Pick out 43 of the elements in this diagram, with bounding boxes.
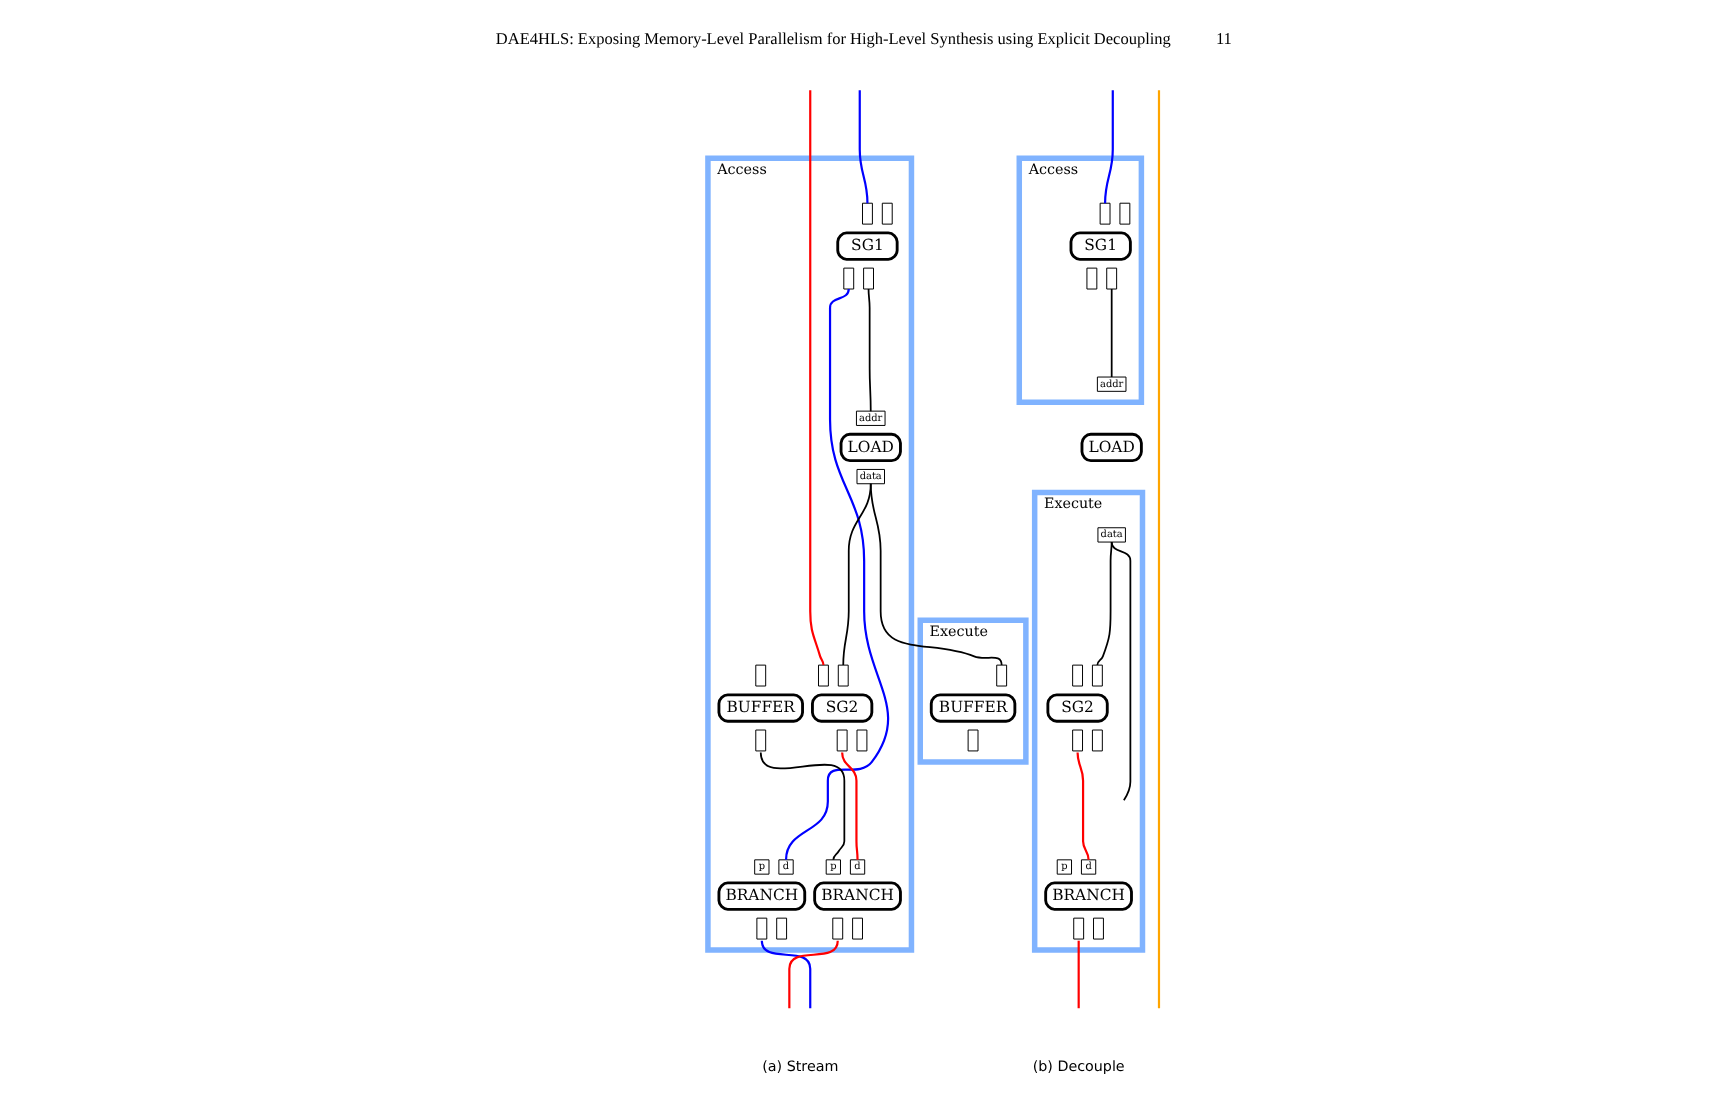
node-box (996, 664, 1008, 687)
node-box (756, 917, 768, 940)
connector (809, 90, 825, 666)
connector (1104, 90, 1114, 204)
node-box (832, 917, 844, 940)
node-box (1091, 729, 1103, 752)
node-box (881, 202, 893, 225)
node-box (856, 729, 868, 752)
node-box (755, 664, 767, 687)
node-box (1073, 917, 1085, 940)
connector (842, 482, 872, 666)
connector (1096, 541, 1113, 666)
node-box (1091, 664, 1103, 687)
connector (1110, 541, 1132, 802)
connector (784, 288, 889, 860)
node-box (836, 729, 848, 752)
node-box (1086, 267, 1098, 290)
connector (858, 90, 869, 204)
node-box (863, 267, 874, 290)
connector (1077, 940, 1080, 1009)
label: 11 (1215, 30, 1232, 49)
node-box (1072, 664, 1084, 687)
node-box (862, 202, 873, 225)
node-box (1099, 202, 1111, 225)
node-box (843, 267, 855, 290)
node-box (1072, 729, 1084, 752)
node-box (852, 917, 863, 940)
connector (788, 940, 839, 1009)
connector (1110, 288, 1113, 378)
connector (1076, 752, 1090, 860)
node-box (837, 664, 849, 687)
label: DAE4HLS: Exposing Memory-Level Parallelism for High-Level Synthesis using Explicit Decoupling (495, 30, 1171, 49)
node-box (818, 664, 829, 687)
node-box (1106, 267, 1118, 290)
connector (867, 288, 872, 412)
connector (841, 752, 859, 860)
node-box (1093, 917, 1104, 940)
node-box (776, 917, 788, 940)
node-box (967, 729, 979, 752)
connector (759, 751, 846, 861)
node-box (755, 729, 767, 752)
node-box (1119, 202, 1131, 225)
connector (760, 940, 812, 1009)
